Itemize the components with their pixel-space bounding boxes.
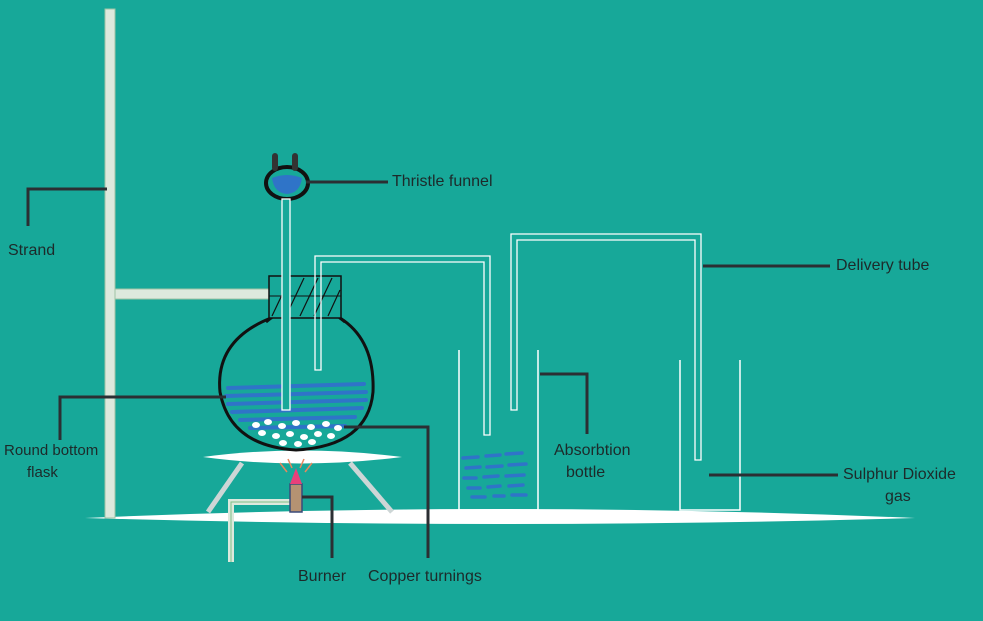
stand-clamp-arm <box>114 288 272 300</box>
label-round-bottom-flask-line1: Round bottom <box>4 442 99 459</box>
pointer-strand <box>26 187 107 226</box>
gas-pipe <box>228 499 290 562</box>
gas-jar <box>679 360 741 511</box>
tripod-stand <box>205 461 394 514</box>
pointer-lines <box>26 180 838 558</box>
delivery-tube-2 <box>510 233 702 461</box>
delivery-tube-1 <box>314 255 491 436</box>
bottle-liquid <box>461 451 528 499</box>
label-strand: Strand <box>8 242 56 259</box>
absorption-bottle <box>458 350 539 511</box>
burner-body <box>289 483 303 513</box>
flame-icon <box>279 458 313 484</box>
label-sulphur-dioxide-line2: gas <box>885 488 911 505</box>
wire-gauze <box>203 450 402 464</box>
copper-turnings <box>252 419 342 447</box>
label-delivery-tube: Delivery tube <box>836 257 930 274</box>
label-burner: Burner <box>298 568 347 585</box>
label-sulphur-dioxide-line1: Sulphur Dioxide <box>843 466 956 483</box>
pointer-burner <box>302 495 334 558</box>
label-absorption-bottle-line1: Absorbtion <box>554 442 631 459</box>
label-thistle-funnel: Thristle funnel <box>392 173 493 190</box>
pointer-absorption-bottle <box>540 372 589 434</box>
stand-rod <box>104 8 116 519</box>
label-copper-turnings: Copper turnings <box>368 568 482 585</box>
rubber-stopper <box>268 275 342 319</box>
pointer-copper-turnings <box>344 425 430 558</box>
pointer-round-bottom-flask <box>58 395 226 440</box>
label-absorption-bottle-line2: bottle <box>566 464 606 481</box>
label-round-bottom-flask-line2: flask <box>27 464 58 481</box>
thistle-funnel <box>264 153 310 411</box>
flask-liquid <box>224 382 368 430</box>
